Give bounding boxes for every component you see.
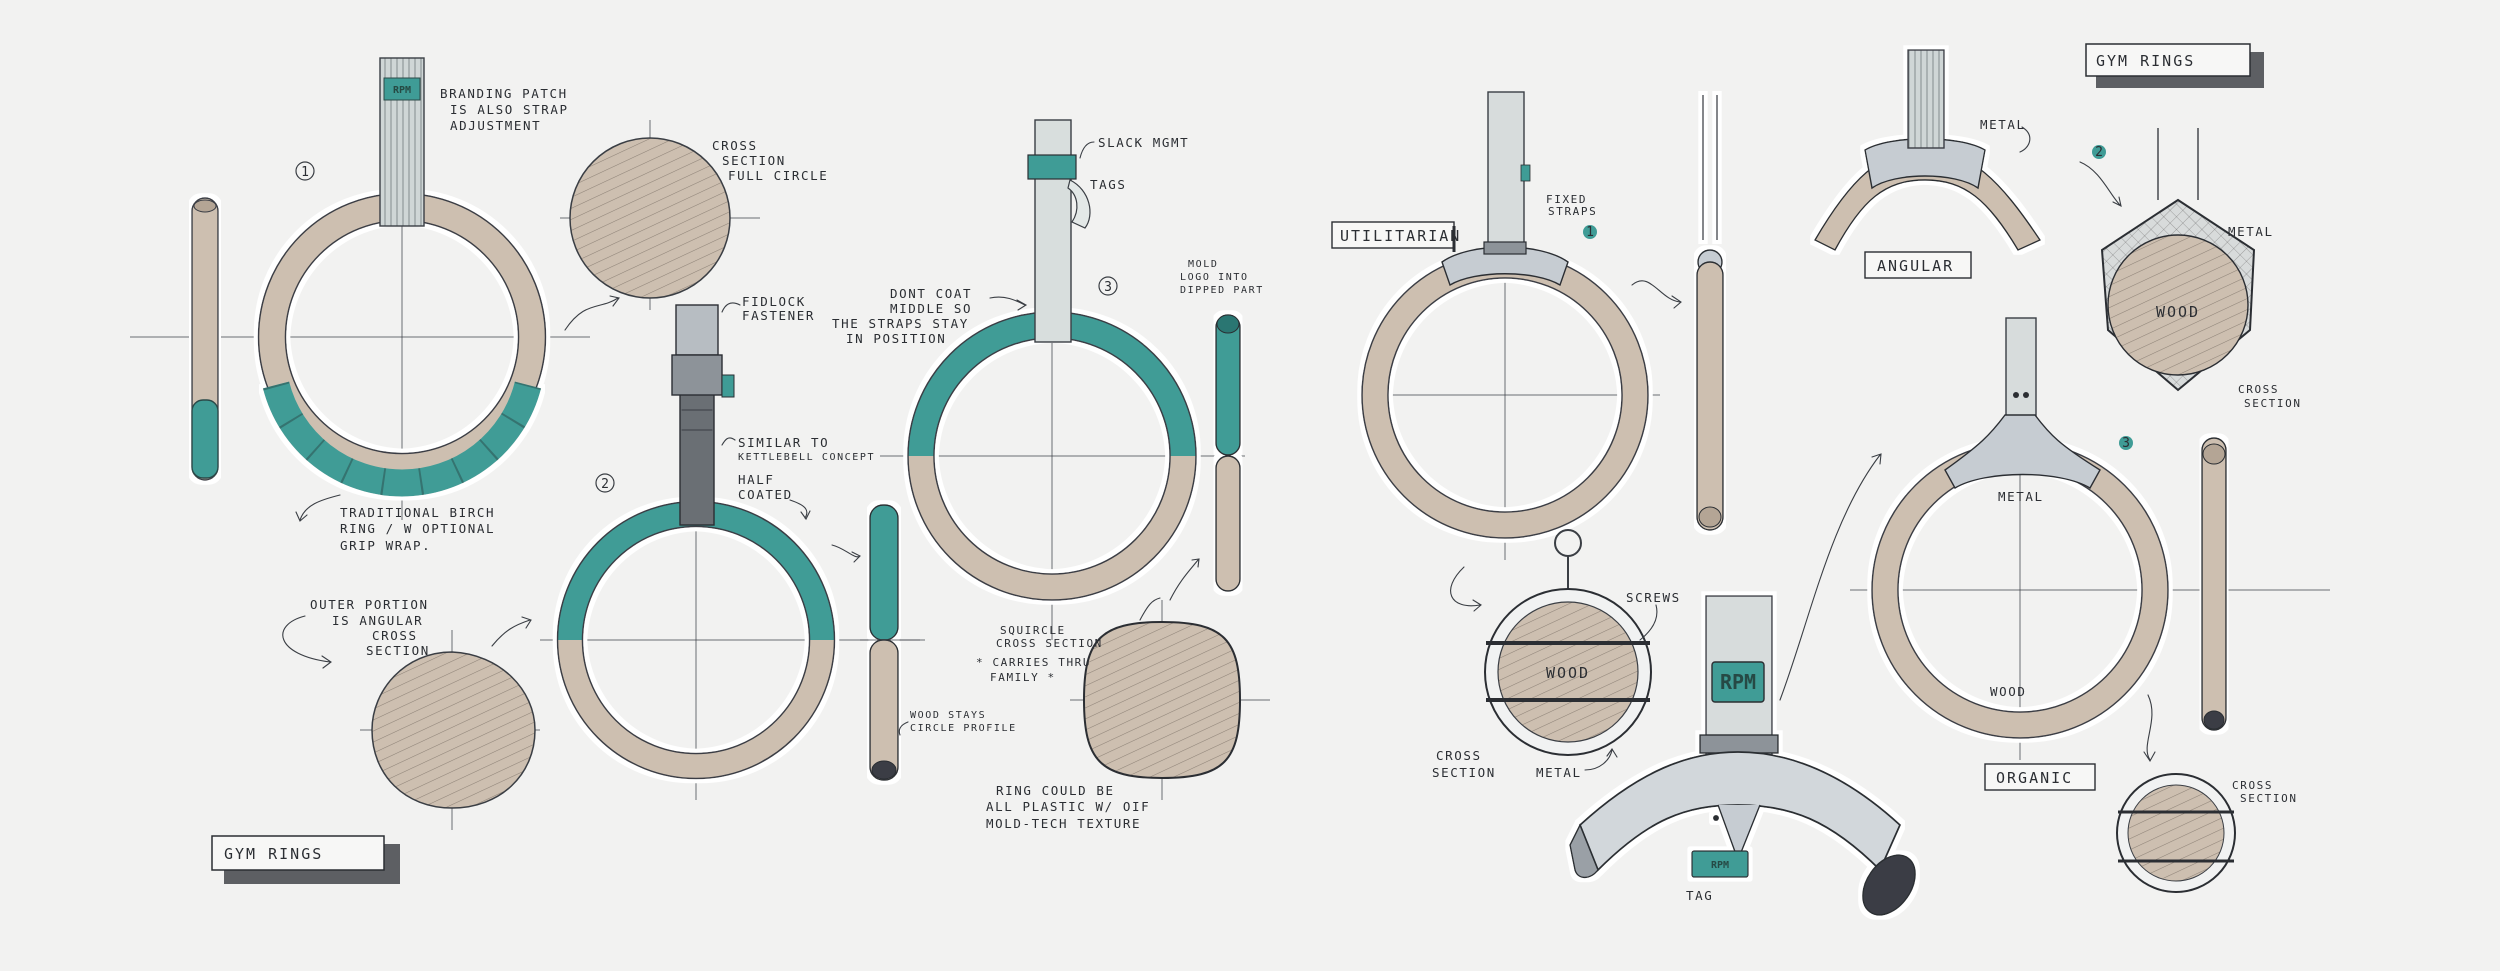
note-cross-section: CROSS SECTION FULL CIRCLE [712,138,828,183]
angular-concept: ANGULAR METAL 2 WOOD METAL CROSS SECTION [1814,49,2302,410]
note-branding-patch: BRANDING PATCH IS ALSO STRAP ADJUSTMENT [440,86,578,133]
angular-label-box: ANGULAR [1864,251,1972,279]
left-sheet-title: GYM RINGS [224,845,323,863]
organic-number: 3 [2122,436,2130,451]
note-wood-angular: WOOD [2156,303,2200,321]
svg-text:UTILITARIAN: UTILITARIAN [1340,227,1461,245]
utilitarian-label-box: UTILITARIAN [1331,221,1461,252]
tag-large-rpm: RPM [1720,670,1756,694]
concept-number-2: 2 [601,477,609,492]
note-metal-angular-2: METAL [2228,224,2274,239]
utilitarian-cross-section: WOOD [1484,529,1652,756]
tag-small-rpm: RPM [1711,860,1729,871]
svg-text:ANGULAR: ANGULAR [1877,257,1954,275]
left-title-box: GYM RINGS [211,835,400,884]
utilitarian-ring: UTILITARIAN FIXED STRAPS 1 [1331,91,1916,916]
note-metal-angular-1: METAL [1980,117,2026,132]
note-wood-stays: WOOD STAYS CIRCLE PROFILE [910,706,1017,734]
right-sheet-title: GYM RINGS [2096,52,2195,70]
note-dont-coat: DONT COAT MIDDLE SO THE STRAPS STAY IN P… [832,286,981,346]
left-sheet: RPM 1 BRANDING PATCH IS ALSO STRAP ADJUS… [130,57,1270,884]
concept-1-ring: RPM 1 BRANDING PATCH IS ALSO STRAP ADJUS… [130,57,828,830]
dipped-side-profile [1215,314,1241,592]
note-metal-organic: METAL [1998,489,2044,504]
metal-bracket-detail: RPM RPM [1569,595,1916,916]
note-metal-utilitarian: METAL [1536,765,1582,780]
note-wood-utilitarian: WOOD [1546,664,1590,682]
angular-number: 2 [2095,145,2103,160]
note-all-plastic: RING COULD BE ALL PLASTIC W/ OIF MOLD-TE… [986,783,1159,831]
squircle-cross-section [1070,600,1270,800]
note-outer-portion: OUTER PORTION IS ANGULAR CROSS SECTION [310,597,438,658]
note-traditional-ring: TRADITIONAL BIRCH RING / W OPTIONAL GRIP… [340,505,504,553]
note-mold-logo: MOLD LOGO INTO DIPPED PART [1180,255,1264,296]
concept-number-3: 3 [1104,280,1112,295]
organic-cross-section [2116,773,2236,893]
note-cross-section-angular: CROSS SECTION [2238,381,2302,410]
note-wood-organic: WOOD [1990,684,2027,699]
right-title-box: GYM RINGS [2085,43,2264,88]
right-sheet: UTILITARIAN FIXED STRAPS 1 [1331,43,2330,916]
svg-text:ORGANIC: ORGANIC [1996,769,2073,787]
fidlock-strap [671,304,735,526]
note-slack-mgmt: SLACK MGMT [1098,135,1189,150]
note-squircle: SQUIRCLE CROSS SECTION * CARRIES THRU FA… [976,622,1112,684]
utilitarian-number: 1 [1586,225,1594,240]
organic-side-profile [2201,437,2227,731]
outer-angular-cross-section [360,630,540,830]
concept-2-ring: 2 FIDLOCK FASTENER SIMILAR TO KETTLEBELL… [540,294,1017,800]
ring-side-profile [191,197,219,481]
note-screws: SCREWS [1626,590,1681,605]
strap-with-branding-patch: RPM [379,57,425,227]
note-tag: TAG [1686,888,1713,903]
note-tags: TAGS [1090,177,1127,192]
branding-tag: RPM [393,85,411,96]
note-kettlebell: SIMILAR TO KETTLEBELL CONCEPT [738,435,875,463]
strap-with-slack-management [1027,119,1091,343]
note-cross-section-utilitarian: CROSS SECTION [1432,748,1496,780]
angular-cross-section: WOOD [2100,128,2256,392]
half-coated-side-profile [869,504,899,781]
organic-ring: 3 METAL WOOD ORGANIC CROSS SECTION [1850,317,2330,893]
organic-label-box: ORGANIC [1984,763,2096,791]
note-fidlock: FIDLOCK FASTENER [742,294,815,323]
note-half-coated: HALF COATED [738,472,793,502]
note-fixed-straps: FIXED STRAPS [1546,191,1597,218]
note-cross-section-organic: CROSS SECTION [2232,777,2298,805]
concept-3-ring: 3 SLACK MGMT TAGS DONT COAT MIDDLE SO TH… [832,119,1270,831]
concept-number-1: 1 [301,165,309,180]
utilitarian-side-profile [1696,95,1724,531]
cross-section-full-circle [560,120,760,310]
